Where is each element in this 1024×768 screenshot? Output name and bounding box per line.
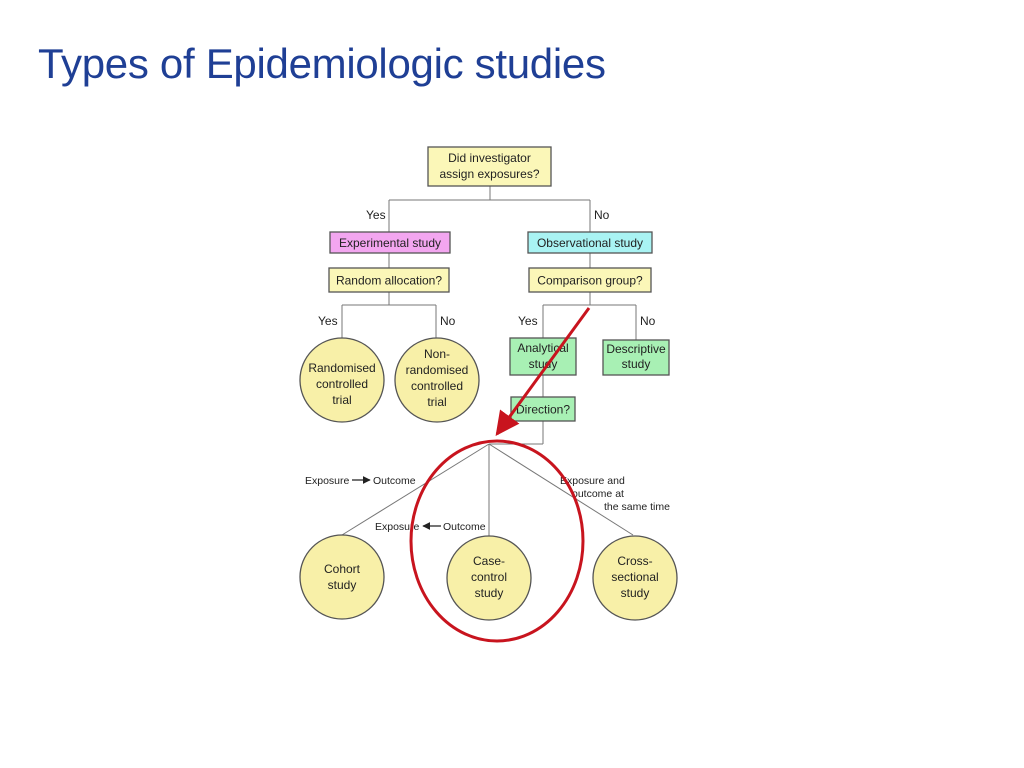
non-rct-line-1: Non-	[424, 347, 450, 361]
non-rct-line-2: randomised	[406, 363, 469, 377]
assign-question-line-1: Did investigator	[448, 151, 531, 165]
highlight-arrow	[495, 307, 591, 436]
cross-label-line-2: outcome at	[572, 488, 624, 500]
non-rct-line-4: trial	[427, 395, 446, 409]
random-allocation-question-box: Random allocation?	[328, 267, 450, 293]
case-control-direction-annotation: Exposure Outcome	[375, 521, 486, 533]
case-control-line-3: study	[475, 586, 504, 600]
case-control-study-circle: Case- control study	[446, 535, 532, 621]
cohort-outcome-text: Outcome	[373, 475, 416, 487]
case-control-line-2: control	[471, 570, 507, 584]
no-label-comparison: No	[640, 314, 656, 328]
descriptive-line-1: Descriptive	[606, 342, 666, 356]
experimental-study-box: Experimental study	[329, 231, 451, 254]
experimental-study-label: Experimental study	[339, 236, 441, 250]
rct-line-2: controlled	[316, 377, 368, 391]
direction-label: Direction?	[516, 403, 570, 417]
case-control-line-1: Case-	[473, 554, 505, 568]
yes-label-assign: Yes	[366, 208, 386, 222]
cross-label-line-3: the same time	[604, 501, 670, 513]
cross-label-line-1: Exposure and	[560, 475, 625, 487]
rct-line-3: trial	[332, 393, 351, 407]
randomised-controlled-trial-circle: Randomised controlled trial	[299, 337, 385, 423]
yes-label-random: Yes	[318, 314, 338, 328]
connector-lines	[341, 186, 637, 540]
case-control-exposure-text: Exposure	[375, 521, 420, 533]
non-rct-line-3: controlled	[411, 379, 463, 393]
comparison-group-question-box: Comparison group?	[528, 267, 652, 293]
cross-sectional-line-2: sectional	[611, 570, 658, 584]
yes-label-comparison: Yes	[518, 314, 538, 328]
comparison-group-label: Comparison group?	[537, 274, 643, 288]
assign-question-line-2: assign exposures?	[439, 167, 539, 181]
cross-sectional-study-circle: Cross- sectional study	[592, 535, 678, 621]
cohort-line-2: study	[328, 578, 357, 592]
random-allocation-label: Random allocation?	[336, 274, 442, 288]
cross-sectional-line-3: study	[621, 586, 650, 600]
rct-line-1: Randomised	[308, 361, 375, 375]
cohort-study-circle: Cohort study	[299, 534, 385, 620]
no-label-random: No	[440, 314, 456, 328]
descriptive-line-2: study	[622, 357, 651, 371]
non-randomised-controlled-trial-circle: Non- randomised controlled trial	[394, 337, 480, 423]
no-label-assign: No	[594, 208, 610, 222]
cohort-direction-annotation: Exposure Outcome	[305, 475, 416, 487]
slide-title: Types of Epidemiologic studies	[38, 40, 606, 87]
cohort-exposure-text: Exposure	[305, 475, 350, 487]
cohort-line-1: Cohort	[324, 562, 361, 576]
observational-study-label: Observational study	[537, 236, 643, 250]
highlight-ellipse	[409, 439, 585, 643]
cross-sectional-direction-annotation: Exposure and outcome at the same time	[560, 475, 670, 513]
assign-exposures-question-box: Did investigator assign exposures?	[427, 146, 552, 187]
case-control-outcome-text: Outcome	[443, 521, 486, 533]
descriptive-study-box: Descriptive study	[602, 339, 670, 376]
observational-study-box: Observational study	[527, 231, 653, 254]
cross-sectional-line-1: Cross-	[617, 554, 652, 568]
